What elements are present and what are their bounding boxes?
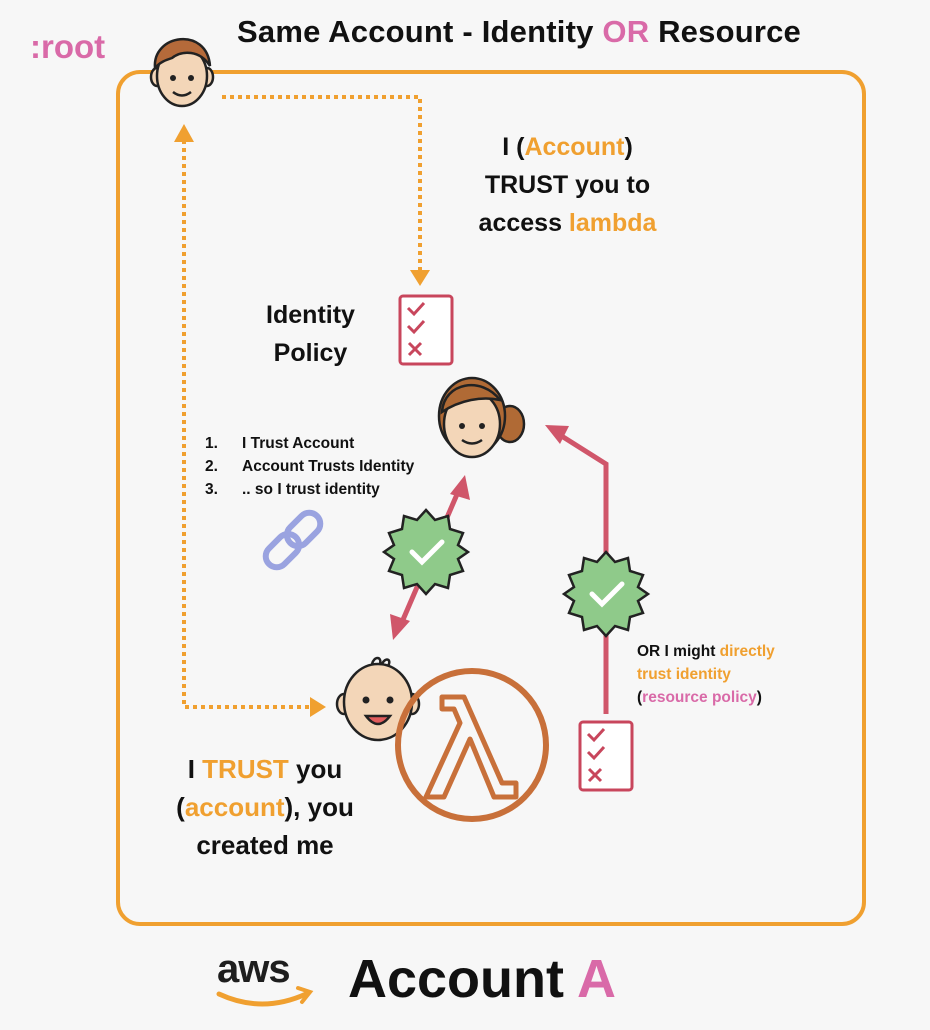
account-text: Account: [348, 949, 577, 1009]
text-line: Policy: [273, 339, 348, 367]
list-number: 3.: [205, 481, 218, 498]
text-part: you: [288, 754, 343, 784]
root-lambda-arrow: [174, 124, 326, 717]
lambda-trust-text: I TRUST you (account), you created me: [150, 750, 380, 864]
text-part: (: [637, 689, 643, 706]
list-text: .. so I trust identity: [242, 481, 380, 498]
directly-highlight: directly: [719, 643, 775, 660]
root-to-policy-arrow: [222, 95, 430, 286]
lambda-icon: [395, 668, 549, 822]
resource-policy-highlight: resource policy: [642, 689, 757, 706]
account-highlight: account: [184, 792, 285, 822]
list-text: I Trust Account: [242, 435, 355, 452]
text-line: TRUST you to: [484, 171, 651, 199]
title-part: Resource: [649, 14, 801, 49]
text-line: Identity: [266, 301, 355, 329]
resource-policy-icon: [578, 720, 634, 792]
account-trust-text: I (Account) TRUST you to access lambda: [440, 128, 695, 242]
direct-trust-text: OR I might directly trust identity (reso…: [637, 640, 775, 709]
text-part: ), you: [284, 792, 354, 822]
page-title: Same Account - Identity OR Resource: [237, 14, 801, 50]
text-line: trust identity: [637, 666, 731, 683]
text-part: (: [176, 792, 185, 822]
text-part: access: [478, 209, 569, 237]
lambda-highlight: lambda: [568, 209, 657, 237]
identity-user-icon: [437, 376, 526, 459]
list-item: 2. Account Trusts Identity: [205, 455, 414, 478]
title-or: OR: [602, 14, 650, 49]
root-user-icon: [149, 38, 215, 108]
aws-logo-icon: [216, 986, 314, 1007]
trust-highlight: TRUST: [202, 754, 289, 784]
aws-logo-text: aws: [217, 947, 291, 991]
text-line: created me: [196, 830, 334, 860]
list-number: 2.: [205, 458, 218, 475]
list-number: 1.: [205, 435, 218, 452]
verified-badge-icon: [381, 508, 471, 596]
account-label: Account A: [348, 948, 616, 1010]
policy-document-icon: [398, 294, 454, 366]
text-part: ): [624, 133, 633, 161]
baby-icon: [335, 656, 421, 742]
list-item: 1. I Trust Account: [205, 432, 414, 455]
text-part: I: [187, 754, 203, 784]
text-part: OR I might: [637, 643, 720, 660]
root-label: :root: [30, 28, 106, 65]
account-letter: A: [577, 949, 616, 1009]
text-part: ): [756, 689, 762, 706]
account-highlight: Account: [524, 133, 625, 161]
identity-policy-label: Identity Policy: [238, 296, 383, 372]
title-part: Same Account - Identity: [237, 14, 603, 49]
account-boundary: [116, 70, 866, 926]
text-part: I (: [502, 133, 525, 161]
verified-badge-icon: [561, 550, 651, 638]
list-item: 3. .. so I trust identity: [205, 478, 414, 501]
list-text: Account Trusts Identity: [242, 458, 415, 475]
trust-steps-list: 1. I Trust Account 2. Account Trusts Ident…: [205, 432, 414, 501]
chain-link-icon: [262, 509, 324, 571]
